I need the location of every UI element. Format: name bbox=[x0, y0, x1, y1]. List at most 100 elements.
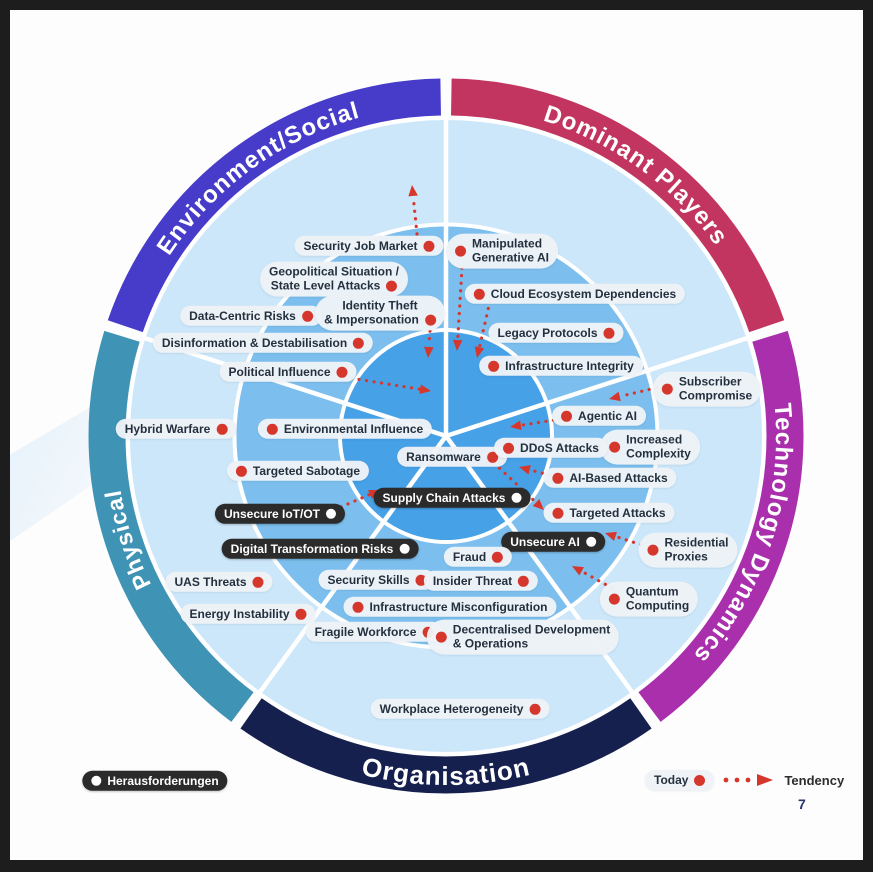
challenge-label: Security Skills bbox=[327, 572, 410, 587]
red-dot-icon bbox=[694, 774, 706, 786]
challenge-label-line: Proxies bbox=[664, 550, 708, 564]
highlight-pill-21: Supply Chain Attacks bbox=[373, 487, 531, 509]
challenge-pill-19: Targeted Attacks bbox=[543, 502, 675, 524]
challenge-pill-17: Targeted Sabotage bbox=[226, 460, 370, 482]
challenge-label-line: Subscriber bbox=[678, 374, 742, 389]
challenge-label-line: & Impersonation bbox=[324, 313, 419, 327]
challenge-label: Targeted Attacks bbox=[569, 505, 666, 520]
red-dot-icon bbox=[486, 451, 498, 463]
challenge-pill-16: DDoS Attacks bbox=[494, 437, 608, 459]
challenge-label-line: Geopolitical Situation / bbox=[268, 264, 400, 279]
challenge-pill-15: Ransomware bbox=[397, 446, 507, 468]
challenges-legend-pill: Herausforderungen bbox=[82, 770, 228, 792]
challenge-label: Security Job Market bbox=[303, 238, 418, 253]
red-dot-icon bbox=[561, 410, 573, 422]
challenge-label: Agentic AI bbox=[578, 408, 637, 423]
red-dot-icon bbox=[552, 472, 564, 484]
challenge-pill-34: Workplace Heterogeneity bbox=[370, 698, 550, 720]
red-dot-icon bbox=[492, 551, 504, 563]
red-dot-icon bbox=[552, 507, 564, 519]
red-dot-icon bbox=[399, 543, 410, 554]
challenge-label-line: Generative AI bbox=[472, 251, 549, 265]
sector-band-dominant-players bbox=[451, 78, 785, 333]
challenge-label: Fragile Workforce bbox=[314, 624, 417, 639]
red-dot-icon bbox=[266, 423, 278, 435]
challenge-pill-9: Political Influence bbox=[219, 361, 357, 383]
challenge-label: DDoS Attacks bbox=[520, 440, 599, 455]
page-number: 7 bbox=[798, 796, 806, 812]
tendency-arrow-icon bbox=[724, 774, 774, 787]
challenge-label: Political Influence bbox=[228, 364, 331, 379]
challenge-pill-18: AI-Based Attacks bbox=[543, 467, 677, 489]
challenge-label: UAS Threats bbox=[174, 574, 247, 589]
sector-band-environment-social bbox=[107, 78, 441, 333]
challenge-label-line: Decentralised Development bbox=[452, 622, 611, 637]
red-dot-icon bbox=[503, 442, 515, 454]
challenge-label: AI-Based Attacks bbox=[569, 470, 668, 485]
sector-band-physical bbox=[88, 330, 254, 722]
challenge-pill-29: Insider Threat bbox=[423, 570, 539, 592]
red-dot-icon bbox=[518, 575, 530, 587]
red-dot-icon bbox=[473, 288, 485, 300]
challenge-label-line: State Level Attacks bbox=[270, 279, 381, 293]
challenge-label: Hybrid Warfare bbox=[124, 421, 211, 436]
tendency-legend-label: Tendency bbox=[784, 772, 845, 788]
tendency-arrow bbox=[605, 531, 650, 549]
challenges-legend-label: Herausforderungen bbox=[107, 773, 219, 788]
red-dot-icon bbox=[435, 631, 447, 643]
red-dot-icon bbox=[609, 441, 621, 453]
challenge-pill-30: Infrastructure Misconfiguration bbox=[343, 596, 557, 618]
tendency-arrow bbox=[572, 566, 614, 590]
challenge-label: Environmental Influence bbox=[283, 421, 424, 436]
challenge-pill-4: Cloud Ecosystem Dependencies bbox=[464, 283, 686, 305]
challenge-label-line: Residential bbox=[664, 535, 729, 550]
highlight-pill-22: Unsecure AI bbox=[501, 531, 605, 553]
red-dot-icon bbox=[353, 337, 365, 349]
challenge-label: Ransomware bbox=[406, 449, 481, 464]
red-dot-icon bbox=[386, 280, 398, 292]
red-dot-icon bbox=[585, 536, 596, 547]
challenge-label: Energy Instability bbox=[189, 606, 290, 621]
challenge-label-line: Quantum bbox=[625, 584, 679, 599]
challenge-label: Targeted Sabotage bbox=[252, 463, 361, 478]
red-dot-icon bbox=[301, 310, 313, 322]
challenge-label: Fraud bbox=[452, 549, 487, 564]
tendency-arrow bbox=[474, 299, 492, 358]
red-dot-icon bbox=[488, 360, 500, 372]
highlight-pill-23: Digital Transformation Risks bbox=[221, 538, 419, 560]
red-dot-icon bbox=[252, 576, 264, 588]
red-dot-icon bbox=[647, 544, 659, 556]
challenge-label-line: Computing bbox=[625, 599, 690, 613]
red-dot-icon bbox=[216, 423, 228, 435]
sector-divider-line bbox=[445, 335, 750, 439]
today-legend-pill: Today bbox=[645, 770, 715, 791]
tendency-arrow bbox=[408, 185, 419, 236]
challenge-pill-2: Geopolitical Situation /State Level Atta… bbox=[259, 261, 409, 297]
challenge-pill-31: Energy Instability bbox=[180, 603, 316, 625]
challenge-pill-33: Decentralised Development& Operations bbox=[426, 619, 620, 655]
challenge-pill-27: UAS Threats bbox=[165, 571, 273, 593]
sector-divider-line bbox=[257, 434, 448, 695]
challenge-label: Insider Threat bbox=[432, 573, 513, 588]
challenge-pill-7: Disinformation & Destabilisation bbox=[152, 332, 374, 354]
today-tendency-legend: Today Tendency bbox=[645, 770, 845, 791]
challenge-label-line: & Operations bbox=[452, 637, 529, 651]
red-dot-icon bbox=[415, 574, 427, 586]
white-dot-icon bbox=[91, 775, 102, 786]
red-dot-icon bbox=[336, 366, 348, 378]
challenge-label: Infrastructure Misconfiguration bbox=[369, 599, 548, 614]
tendency-arrow bbox=[424, 329, 434, 358]
challenge-label-line: Complexity bbox=[626, 447, 691, 461]
red-dot-icon bbox=[295, 608, 307, 620]
challenge-pill-28: Security Skills bbox=[318, 569, 436, 591]
highlight-pill-20: Unsecure IoT/OT bbox=[214, 503, 346, 525]
challenge-label: Unsecure AI bbox=[510, 534, 580, 549]
challenge-label: Legacy Protocols bbox=[497, 325, 598, 340]
red-dot-icon bbox=[455, 245, 467, 257]
